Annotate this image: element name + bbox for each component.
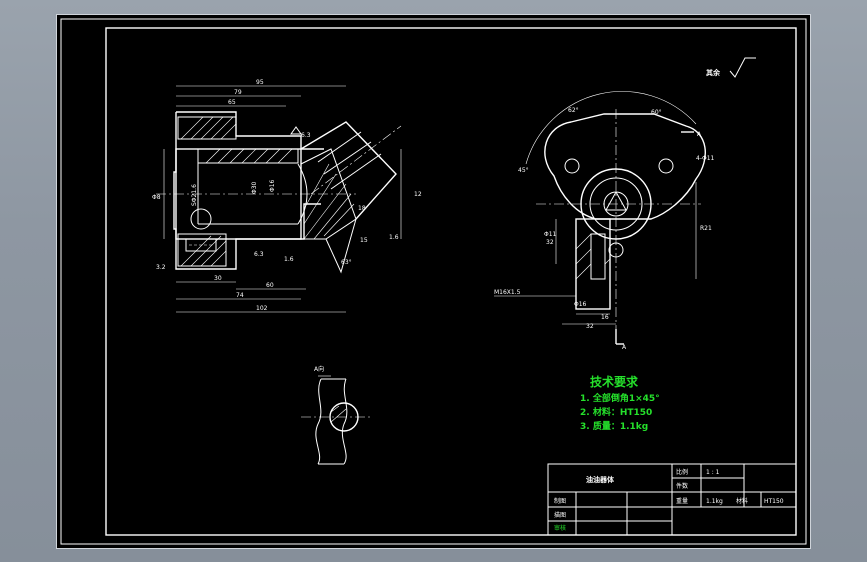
technical-requirements: 技术要求 1. 全部倒角1×45° 2. 材料：HT150 3. 质量：1.1k… bbox=[580, 374, 660, 432]
tech-req-item-1: 1. 全部倒角1×45° bbox=[580, 392, 660, 404]
svg-text:A向: A向 bbox=[314, 365, 324, 373]
main-section-view bbox=[156, 111, 402, 274]
svg-text:45°: 45° bbox=[518, 167, 529, 174]
svg-text:比例: 比例 bbox=[676, 468, 688, 476]
svg-text:62°: 62° bbox=[568, 107, 579, 114]
svg-text:18: 18 bbox=[358, 205, 366, 212]
svg-text:15: 15 bbox=[360, 237, 368, 244]
outer-border bbox=[60, 18, 807, 545]
svg-text:R21: R21 bbox=[700, 225, 712, 232]
svg-text:1.1kg: 1.1kg bbox=[706, 498, 723, 505]
svg-text:4-Φ11: 4-Φ11 bbox=[696, 155, 715, 162]
svg-text:12: 12 bbox=[414, 191, 422, 198]
svg-text:60°: 60° bbox=[651, 109, 662, 116]
svg-text:95: 95 bbox=[256, 79, 264, 86]
svg-text:63°: 63° bbox=[341, 259, 352, 266]
svg-text:102: 102 bbox=[256, 305, 268, 312]
svg-text:HT150: HT150 bbox=[764, 498, 784, 505]
svg-text:Φ30: Φ30 bbox=[251, 181, 258, 194]
svg-text:74: 74 bbox=[236, 292, 244, 299]
svg-text:30: 30 bbox=[214, 275, 222, 282]
title-block: 油油器体 比例 1 : 1 件数 重量 1.1kg 材料 HT150 制图 描图… bbox=[547, 463, 797, 536]
surface-roughness-note: 其余 bbox=[706, 68, 721, 77]
svg-text:M16X1.5: M16X1.5 bbox=[494, 289, 521, 296]
svg-text:材料: 材料 bbox=[736, 497, 748, 505]
svg-text:32: 32 bbox=[546, 239, 554, 246]
svg-text:60: 60 bbox=[266, 282, 274, 289]
end-view: 62° 60° 45° R21 4-Φ11 Φ11 32 16 32 M16X1… bbox=[494, 91, 715, 330]
svg-text:制图: 制图 bbox=[554, 497, 566, 505]
svg-text:Φ8: Φ8 bbox=[152, 194, 161, 201]
inner-border bbox=[105, 27, 797, 536]
svg-text:6.3: 6.3 bbox=[254, 251, 264, 258]
svg-text:A: A bbox=[622, 344, 627, 351]
svg-text:SΦ21.6: SΦ21.6 bbox=[191, 184, 198, 206]
svg-text:Φ16: Φ16 bbox=[574, 301, 587, 308]
main-view-dimensions: 95 79 65 30 74 60 102 Φ8 SΦ21.6 Φ30 Φ16 … bbox=[152, 79, 422, 313]
svg-text:16: 16 bbox=[601, 314, 609, 321]
svg-text:65: 65 bbox=[228, 99, 236, 106]
svg-text:Φ11: Φ11 bbox=[544, 231, 557, 238]
svg-text:审核: 审核 bbox=[554, 524, 566, 532]
svg-text:3.2: 3.2 bbox=[156, 264, 166, 271]
svg-text:32: 32 bbox=[586, 323, 594, 330]
svg-text:6.3: 6.3 bbox=[301, 132, 311, 139]
cad-viewport[interactable]: 其余 bbox=[56, 14, 811, 549]
svg-text:件数: 件数 bbox=[676, 482, 688, 490]
tech-req-title: 技术要求 bbox=[590, 374, 639, 389]
svg-text:重量: 重量 bbox=[676, 497, 688, 505]
svg-text:描图: 描图 bbox=[554, 511, 566, 519]
svg-text:1.6: 1.6 bbox=[389, 234, 399, 241]
svg-text:79: 79 bbox=[234, 89, 242, 96]
svg-text:1.6: 1.6 bbox=[284, 256, 294, 263]
tech-req-item-3: 3. 质量：1.1kg bbox=[580, 420, 648, 432]
svg-text:Φ16: Φ16 bbox=[269, 179, 276, 192]
part-name: 油油器体 bbox=[586, 475, 615, 484]
engineering-drawing: 其余 bbox=[60, 18, 807, 545]
roughness-symbol bbox=[729, 57, 756, 78]
tech-req-item-2: 2. 材料：HT150 bbox=[580, 406, 652, 418]
a-direction-view: A向 bbox=[301, 365, 371, 465]
svg-text:1 : 1: 1 : 1 bbox=[706, 469, 720, 476]
